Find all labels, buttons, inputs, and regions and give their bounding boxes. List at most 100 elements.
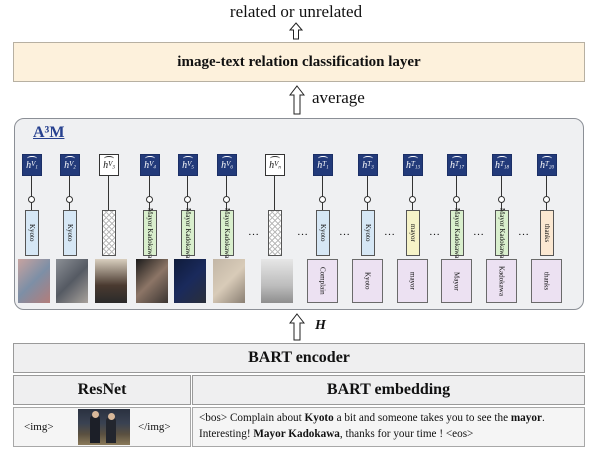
visual-sum-icon-3 <box>146 196 153 203</box>
visual-connector-3 <box>149 176 150 212</box>
input-photo <box>78 409 130 445</box>
text-token-box-0: Complain <box>307 259 338 303</box>
resnet-block: ResNet <box>13 375 191 405</box>
mid-ellipsis: … <box>297 226 308 238</box>
visual-thumb-6 <box>261 259 293 303</box>
visual-thumb-4 <box>174 259 206 303</box>
text-connector-4 <box>501 176 502 212</box>
text-sum-icon-3 <box>453 196 460 203</box>
text-input-box: <bos> Complain about Kyoto a bit and som… <box>192 407 585 447</box>
visual-value-label: Mayor Kadokawa <box>146 207 154 259</box>
visual-value-box-4: Mayor Kadokawa <box>181 208 195 258</box>
text-ellipsis-4: … <box>518 226 529 238</box>
visual-thumb-1 <box>56 259 88 303</box>
visual-value-box-0: Kyoto <box>25 210 39 256</box>
visual-ellipsis: … <box>248 226 259 238</box>
text-token-box-4: Kadokawa <box>486 259 517 303</box>
visual-thumb-0 <box>18 259 50 303</box>
text-ellipsis-2: … <box>429 226 440 238</box>
visual-hat-icon-5 <box>222 156 232 161</box>
text-value-box-0: Kyoto <box>316 210 330 256</box>
text-token-label: Mayor <box>452 271 461 291</box>
text-value-box-4: Mayor Kadokawa <box>495 207 509 259</box>
visual-sum-icon-5 <box>223 196 230 203</box>
text-hat-icon-4 <box>497 156 507 161</box>
text-sum-icon-2 <box>409 196 416 203</box>
visual-value-label: Mayor Kadokawa <box>223 207 231 259</box>
text-token-box-3: Mayor <box>441 259 472 303</box>
text-connector-0 <box>322 176 323 212</box>
bart-embedding-block: BART embedding <box>192 375 585 405</box>
keyword-mayor-kadokawa: Mayor Kadokawa <box>253 428 340 440</box>
visual-connector-0 <box>31 176 32 212</box>
text-value-label: Kyoto <box>364 224 372 242</box>
visual-hat-icon-0 <box>27 156 37 161</box>
visual-hat-icon-4 <box>183 156 193 161</box>
average-arrow-icon <box>289 85 305 115</box>
text-connector-1 <box>367 176 368 212</box>
text-token-box-1: Kyoto <box>352 259 383 303</box>
text-value-label: Mayor Kadokawa <box>498 207 506 259</box>
text-connector-2 <box>412 176 413 212</box>
text-value-label: Kyoto <box>319 224 327 242</box>
visual-connector-5 <box>226 176 227 212</box>
text-token-label: mayor <box>408 272 417 290</box>
text-value-box-1: Kyoto <box>361 210 375 256</box>
visual-value-box-2 <box>102 210 116 256</box>
classification-layer: image-text relation classification layer <box>13 42 585 82</box>
text-hat-icon-1 <box>363 156 373 161</box>
visual-connector-4 <box>187 176 188 212</box>
text-value-label: Mayor Kadokawa <box>453 207 461 259</box>
visual-thumb-3 <box>136 259 168 303</box>
visual-thumb-2 <box>95 259 127 303</box>
visual-value-box-6 <box>268 210 282 256</box>
text-token-label: Complain <box>318 267 327 295</box>
text-value-label: thanks <box>543 223 551 243</box>
text-token-label: Kyoto <box>363 272 372 290</box>
text-hat-icon-3 <box>452 156 462 161</box>
visual-hat-icon-2 <box>104 156 114 161</box>
text-token-label: Kadokawa <box>497 266 506 296</box>
visual-value-box-5: Mayor Kadokawa <box>220 207 234 259</box>
text-hat-icon-0 <box>318 156 328 161</box>
visual-sum-icon-0 <box>28 196 35 203</box>
visual-value-label: Kyoto <box>28 224 36 242</box>
output-label: related or unrelated <box>229 2 363 21</box>
text-hat-icon-5 <box>542 156 552 161</box>
text-hat-icon-2 <box>408 156 418 161</box>
text-token-box-5: thanks <box>531 259 562 303</box>
text-token-label: thanks <box>542 271 551 291</box>
visual-sum-icon-4 <box>184 196 191 203</box>
text-sum-icon-5 <box>543 196 550 203</box>
text-value-box-2: mayor <box>406 210 420 256</box>
text-value-box-3: Mayor Kadokawa <box>450 207 464 259</box>
visual-connector-2 <box>108 176 109 212</box>
visual-value-box-3: Mayor Kadokawa <box>143 207 157 259</box>
img-open-tag: <img> <box>24 421 54 433</box>
bart-encoder: BART encoder <box>13 343 585 373</box>
text-ellipsis-3: … <box>473 226 484 238</box>
text-ellipsis-0: … <box>339 226 350 238</box>
text-connector-3 <box>456 176 457 212</box>
sentence-part: <bos> Complain about <box>199 412 305 424</box>
visual-value-box-1: Kyoto <box>63 210 77 256</box>
visual-connector-6 <box>274 176 275 212</box>
keyword-kyoto: Kyoto <box>304 412 334 424</box>
sentence-part: a bit and someone takes you to see the <box>333 412 511 424</box>
visual-sum-icon-1 <box>66 196 73 203</box>
visual-connector-1 <box>69 176 70 212</box>
text-value-box-5: thanks <box>540 210 554 256</box>
a3m-title: A³M <box>33 124 65 141</box>
up-arrow-icon <box>289 22 303 40</box>
visual-thumb-5 <box>213 259 245 303</box>
visual-hat-icon-1 <box>65 156 75 161</box>
h-arrow-icon <box>289 313 305 341</box>
img-close-tag: </img> <box>138 421 171 433</box>
text-sum-icon-1 <box>364 196 371 203</box>
visual-value-label: Kyoto <box>66 224 74 242</box>
sentence-part: . Interesting! <box>199 412 545 440</box>
text-ellipsis-1: … <box>384 226 395 238</box>
average-label: average <box>312 88 365 107</box>
